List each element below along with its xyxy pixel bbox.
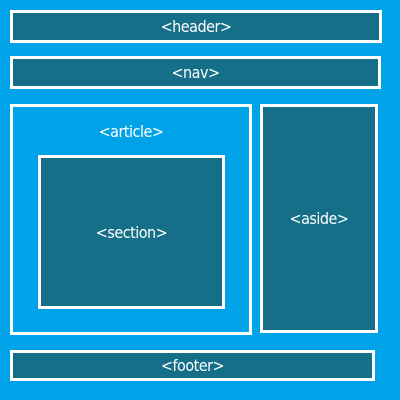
header-label: <header> (160, 17, 232, 36)
article-label: <article> (98, 122, 164, 141)
footer-label: <footer> (160, 356, 225, 375)
aside-label: <aside> (289, 209, 349, 228)
header-block: <header> (10, 10, 382, 43)
aside-block: <aside> (260, 104, 378, 333)
section-label: <section> (95, 222, 168, 242)
section-block: <section> (38, 155, 225, 309)
nav-label: <nav> (171, 63, 220, 82)
nav-block: <nav> (10, 56, 381, 89)
footer-block: <footer> (10, 350, 375, 381)
